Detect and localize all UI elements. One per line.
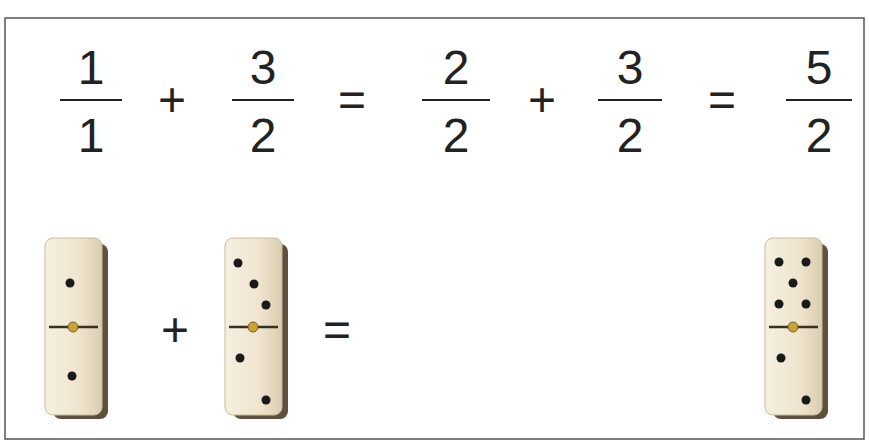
digit: 2 <box>443 112 470 160</box>
digit: 1 <box>78 112 105 160</box>
operator: = <box>708 76 736 124</box>
digit: 3 <box>617 44 644 92</box>
domino <box>45 238 108 419</box>
operator: + <box>161 306 189 354</box>
digit: 5 <box>806 44 833 92</box>
operator: + <box>158 76 186 124</box>
digit: 1 <box>78 44 105 92</box>
digit: 2 <box>250 112 277 160</box>
operator: = <box>323 306 351 354</box>
domino <box>765 238 828 419</box>
digit: 2 <box>806 112 833 160</box>
operator: = <box>338 76 366 124</box>
frame <box>5 18 864 439</box>
digit: 2 <box>617 112 644 160</box>
digit: 2 <box>443 44 470 92</box>
digit: 3 <box>250 44 277 92</box>
operator: + <box>528 76 556 124</box>
domino <box>225 238 288 419</box>
